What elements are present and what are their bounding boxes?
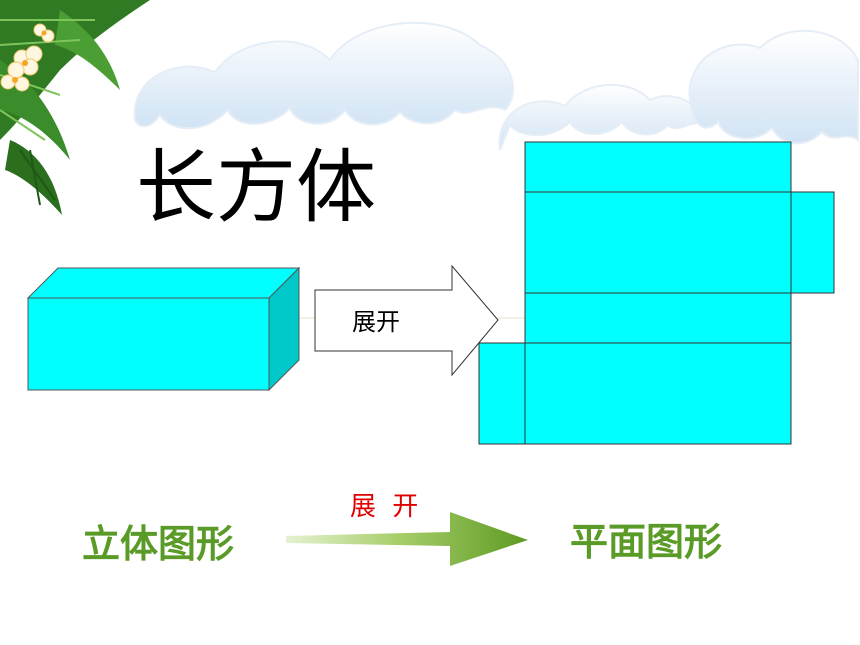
solid-figure-label: 立体图形 xyxy=(82,522,235,566)
net-face-left xyxy=(478,342,526,445)
cuboid-net xyxy=(478,141,835,445)
cuboid-side-face xyxy=(268,266,300,392)
net-face-front xyxy=(524,342,792,445)
slide-title: 长方体 xyxy=(136,141,376,234)
green-arrow-icon xyxy=(286,512,528,566)
net-face-right xyxy=(790,191,835,294)
cloud-icon xyxy=(688,29,859,145)
cloud-icon xyxy=(133,21,514,130)
unfold-label: 展 开 xyxy=(350,492,423,522)
cuboid-3d xyxy=(26,266,301,392)
arrow-label: 展开 xyxy=(352,308,400,336)
cuboid-top-face xyxy=(26,267,301,299)
palm-leaf-flowers-icon xyxy=(0,0,150,215)
cloud-icon xyxy=(498,83,707,151)
plane-figure-label: 平面图形 xyxy=(570,520,723,564)
net-face-back xyxy=(524,191,792,294)
cuboid-front-face xyxy=(27,297,270,391)
net-face-top xyxy=(524,141,792,193)
net-face-bottom xyxy=(524,292,792,344)
unfold-block-arrow xyxy=(314,264,499,377)
